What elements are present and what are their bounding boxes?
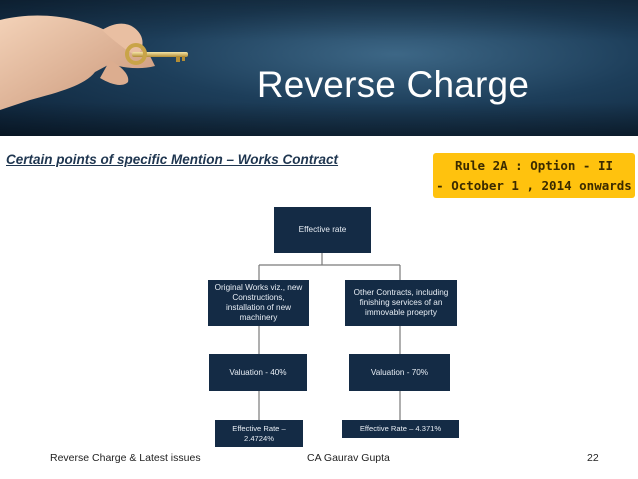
page-title: Reverse Charge	[256, 64, 530, 105]
node-effective-rate: Effective rate	[274, 207, 371, 253]
hand-with-key-icon	[0, 15, 188, 110]
node-rate-right: Effective Rate – 4.371%	[342, 420, 459, 438]
footer-author: CA Gaurav Gupta	[307, 452, 390, 464]
rule-callout: Rule 2A : Option - II - October 1 , 2014…	[433, 153, 635, 198]
page-number: 22	[587, 452, 599, 464]
node-original-works: Original Works viz., new Constructions, …	[208, 280, 309, 326]
node-valuation-70: Valuation - 70%	[349, 354, 450, 391]
section-subtitle: Certain points of specific Mention – Wor…	[6, 152, 339, 167]
rule-line-2: - October 1 , 2014 onwards	[436, 178, 632, 193]
node-valuation-40: Valuation - 40%	[209, 354, 307, 391]
node-rate-left: Effective Rate – 2.4724%	[215, 420, 303, 447]
rule-line-1: Rule 2A : Option - II	[454, 158, 614, 173]
node-other-contracts: Other Contracts, including finishing ser…	[345, 280, 457, 326]
footer-left: Reverse Charge & Latest issues	[50, 452, 201, 464]
